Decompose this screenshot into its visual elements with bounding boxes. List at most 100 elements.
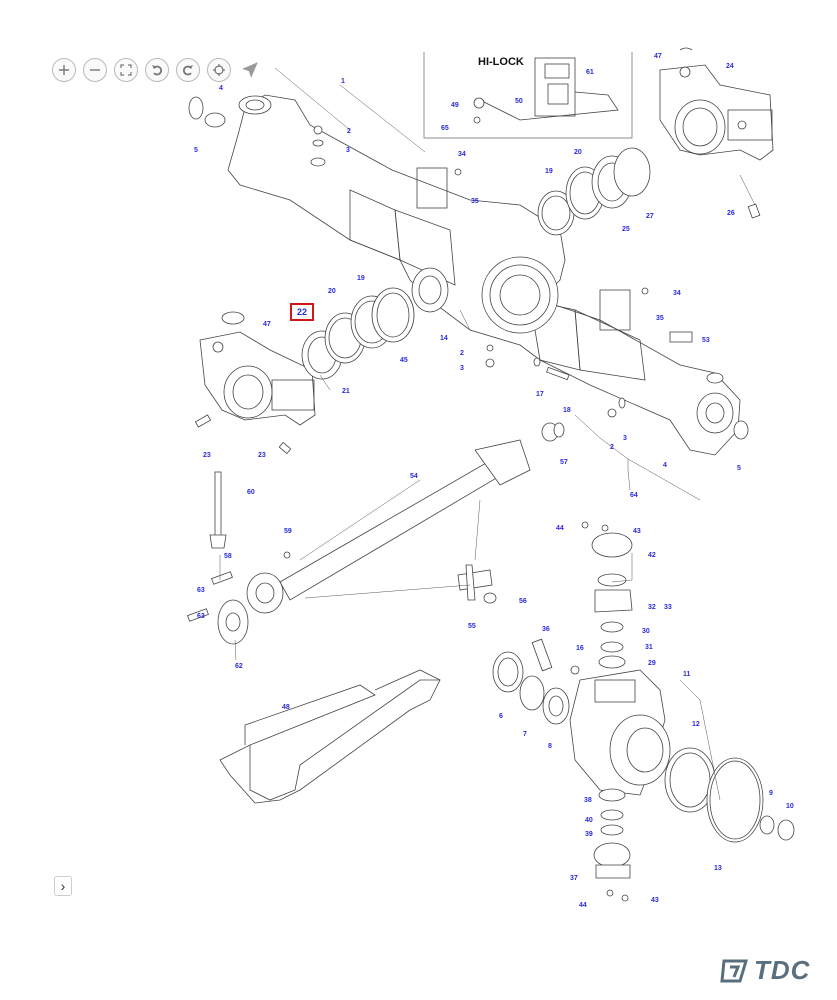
part-label-44[interactable]: 44 — [556, 525, 564, 532]
part-label-27[interactable]: 27 — [646, 213, 654, 220]
part-label-50[interactable]: 50 — [515, 98, 523, 105]
part-label-37[interactable]: 37 — [570, 875, 578, 882]
part-label-18[interactable]: 18 — [563, 407, 571, 414]
long-bolt[interactable] — [209, 471, 227, 549]
part-label-47[interactable]: 47 — [654, 53, 662, 60]
part-label-6[interactable]: 6 — [499, 713, 503, 720]
part-label-61[interactable]: 61 — [586, 69, 594, 76]
part-label-7[interactable]: 7 — [523, 731, 527, 738]
part-label-3[interactable]: 3 — [346, 147, 350, 154]
part-label-43[interactable]: 43 — [651, 897, 659, 904]
part-label-33[interactable]: 33 — [664, 604, 672, 611]
part-label-57[interactable]: 57 — [560, 459, 568, 466]
part-label-14[interactable]: 14 — [440, 335, 448, 342]
navigate-button[interactable] — [238, 58, 262, 82]
part-label-35[interactable]: 35 — [471, 198, 479, 205]
part-label-40[interactable]: 40 — [585, 817, 593, 824]
part-label-31[interactable]: 31 — [645, 644, 653, 651]
part-label-23[interactable]: 23 — [258, 452, 266, 459]
part-label-8[interactable]: 8 — [548, 743, 552, 750]
recenter-button[interactable] — [207, 58, 231, 82]
chevron-right-icon: › — [60, 878, 66, 894]
part-label-32[interactable]: 32 — [648, 604, 656, 611]
part-label-16[interactable]: 16 — [576, 645, 584, 652]
part-label-4[interactable]: 4 — [663, 462, 667, 469]
part-label-44[interactable]: 44 — [579, 902, 587, 909]
part-label-29[interactable]: 29 — [648, 660, 656, 667]
part-label-65[interactable]: 65 — [441, 125, 449, 132]
part-label-34[interactable]: 34 — [458, 151, 466, 158]
part-label-10[interactable]: 10 — [786, 803, 794, 810]
selected-part-highlight[interactable] — [290, 303, 314, 321]
part-label-64[interactable]: 64 — [630, 492, 638, 499]
part-label-3[interactable]: 3 — [460, 365, 464, 372]
rotate-left-button[interactable] — [145, 58, 169, 82]
part-label-2[interactable]: 2 — [347, 128, 351, 135]
part-label-38[interactable]: 38 — [584, 797, 592, 804]
part-label-2[interactable]: 2 — [610, 444, 614, 451]
part-label-34[interactable]: 34 — [673, 290, 681, 297]
viewer-toolbar — [52, 58, 262, 84]
part-label-20[interactable]: 20 — [574, 149, 582, 156]
fullscreen-button[interactable] — [114, 58, 138, 82]
drive-shaft[interactable] — [217, 422, 559, 645]
part-label-56[interactable]: 56 — [519, 598, 527, 605]
part-label-55[interactable]: 55 — [468, 623, 476, 630]
part-label-11[interactable]: 11 — [683, 671, 691, 678]
rotate-right-icon — [182, 65, 193, 76]
part-label-17[interactable]: 17 — [536, 391, 544, 398]
part-label-3[interactable]: 3 — [623, 435, 627, 442]
part-label-24[interactable]: 24 — [726, 63, 734, 70]
seal-ring-stack-right[interactable] — [537, 147, 651, 236]
expand-panel-button[interactable]: › — [54, 876, 72, 896]
part-label-26[interactable]: 26 — [727, 210, 735, 217]
part-label-5[interactable]: 5 — [737, 465, 741, 472]
part-label-4[interactable]: 4 — [219, 85, 223, 92]
part-label-63[interactable]: 63 — [197, 587, 205, 594]
part-label-12[interactable]: 12 — [692, 721, 700, 728]
part-label-35[interactable]: 35 — [656, 315, 664, 322]
hi-lock-inset: HI-LOCK — [423, 52, 633, 139]
seal-ring-stack-left[interactable] — [301, 287, 415, 380]
part-label-49[interactable]: 49 — [451, 102, 459, 109]
shield-plate[interactable] — [219, 669, 441, 804]
part-label-2[interactable]: 2 — [460, 350, 464, 357]
part-label-60[interactable]: 60 — [247, 489, 255, 496]
part-label-13[interactable]: 13 — [714, 865, 722, 872]
part-label-43[interactable]: 43 — [633, 528, 641, 535]
axle-housing[interactable] — [227, 94, 741, 456]
universal-joint-cross[interactable] — [457, 564, 497, 604]
part-label-54[interactable]: 54 — [410, 473, 418, 480]
part-label-19[interactable]: 19 — [545, 168, 553, 175]
part-label-45[interactable]: 45 — [400, 357, 408, 364]
part-label-25[interactable]: 25 — [622, 226, 630, 233]
part-label-21[interactable]: 21 — [342, 388, 350, 395]
misc-small-parts[interactable] — [188, 96, 761, 902]
part-label-47[interactable]: 47 — [263, 321, 271, 328]
part-label-23[interactable]: 23 — [203, 452, 211, 459]
navigation-arrow-icon — [242, 62, 258, 78]
part-label-53[interactable]: 53 — [702, 337, 710, 344]
part-label-20[interactable]: 20 — [328, 288, 336, 295]
part-label-5[interactable]: 5 — [194, 147, 198, 154]
part-label-19[interactable]: 19 — [357, 275, 365, 282]
part-label-62[interactable]: 62 — [235, 663, 243, 670]
part-label-9[interactable]: 9 — [769, 790, 773, 797]
part-label-30[interactable]: 30 — [642, 628, 650, 635]
part-label-58[interactable]: 58 — [224, 553, 232, 560]
zoom-in-button[interactable] — [52, 58, 76, 82]
flange-and-bolts[interactable] — [187, 414, 292, 622]
part-label-63[interactable]: 63 — [197, 613, 205, 620]
steering-knuckle[interactable] — [492, 532, 795, 879]
rotate-right-button[interactable] — [176, 58, 200, 82]
part-label-39[interactable]: 39 — [585, 831, 593, 838]
trunnion-bracket-left[interactable] — [199, 311, 316, 426]
part-label-1[interactable]: 1 — [341, 78, 345, 85]
part-label-42[interactable]: 42 — [648, 552, 656, 559]
zoom-out-button[interactable] — [83, 58, 107, 82]
part-label-48[interactable]: 48 — [282, 704, 290, 711]
part-label-36[interactable]: 36 — [542, 626, 550, 633]
part-label-59[interactable]: 59 — [284, 528, 292, 535]
trunnion-bracket-right[interactable] — [659, 47, 774, 161]
